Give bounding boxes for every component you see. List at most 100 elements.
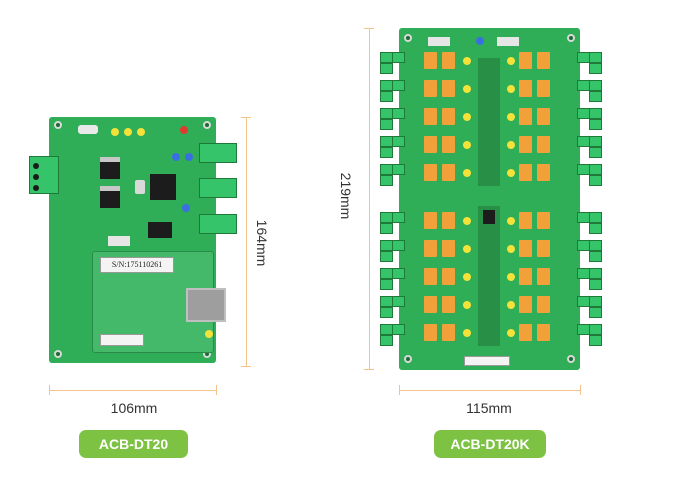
right-width-label: 115mm <box>466 400 512 416</box>
indicator-led <box>507 141 515 149</box>
relay <box>537 324 550 341</box>
relay <box>519 240 532 257</box>
terminal-block <box>380 279 393 290</box>
terminal-block <box>589 80 602 91</box>
dimension-tick <box>364 28 374 29</box>
relay <box>537 268 550 285</box>
indicator-led <box>463 57 471 65</box>
indicator-led <box>205 330 213 338</box>
terminal-block <box>392 136 405 147</box>
indicator-led <box>507 301 515 309</box>
terminal-block <box>589 147 602 158</box>
terminal-block <box>199 178 237 198</box>
terminal-screw <box>33 174 39 180</box>
relay <box>519 80 532 97</box>
terminal-block <box>589 251 602 262</box>
relay <box>442 240 455 257</box>
indicator-led <box>182 204 190 212</box>
terminal-block <box>589 279 602 290</box>
terminal-block <box>589 91 602 102</box>
terminal-block <box>589 164 602 175</box>
relay <box>519 52 532 69</box>
terminal-block <box>199 143 237 163</box>
relay <box>424 164 437 181</box>
terminal-block <box>589 212 602 223</box>
indicator-led <box>463 217 471 225</box>
relay <box>424 52 437 69</box>
terminal-block <box>392 108 405 119</box>
indicator-led <box>507 273 515 281</box>
right-height-label: 219mm <box>338 172 354 220</box>
relay <box>519 136 532 153</box>
chip-column <box>478 206 500 346</box>
indicator-led <box>476 37 484 45</box>
terminal-screw <box>33 185 39 191</box>
left-model-badge: ACB-DT20 <box>79 430 188 458</box>
right-model-badge: ACB-DT20K <box>434 430 546 458</box>
relay <box>424 80 437 97</box>
serial-number-text: S/N:175110261 <box>111 260 163 269</box>
terminal-block <box>199 214 237 234</box>
indicator-led <box>507 113 515 121</box>
relay <box>442 212 455 229</box>
dimension-tick <box>216 385 217 395</box>
relay <box>537 80 550 97</box>
width-dimension-line <box>49 390 216 391</box>
mounting-hole <box>567 34 575 42</box>
indicator-led <box>463 85 471 93</box>
indicator-led <box>172 153 180 161</box>
indicator-led <box>180 126 188 134</box>
voltage-regulator <box>100 186 120 208</box>
indicator-led <box>463 273 471 281</box>
relay <box>537 296 550 313</box>
terminal-block <box>392 240 405 251</box>
terminal-block <box>589 240 602 251</box>
relay <box>424 324 437 341</box>
terminal-block <box>380 175 393 186</box>
terminal-block <box>589 268 602 279</box>
terminal-block <box>380 251 393 262</box>
relay <box>424 240 437 257</box>
mounting-hole <box>203 121 211 129</box>
chip-column <box>478 58 500 186</box>
connector <box>108 236 130 246</box>
relay <box>442 52 455 69</box>
mounting-hole <box>54 121 62 129</box>
indicator-led <box>111 128 119 136</box>
dimension-tick <box>49 385 50 395</box>
height-dimension-line <box>246 117 247 367</box>
top-connector <box>428 37 450 46</box>
relay <box>519 324 532 341</box>
relay <box>424 268 437 285</box>
relay <box>442 324 455 341</box>
capacitor <box>135 180 145 194</box>
relay <box>442 164 455 181</box>
indicator-led <box>463 113 471 121</box>
indicator-led <box>507 169 515 177</box>
height-dimension-line <box>369 28 370 370</box>
relay <box>519 212 532 229</box>
dimension-tick <box>364 369 374 370</box>
terminal-screw <box>33 163 39 169</box>
relay <box>537 52 550 69</box>
terminal-block <box>380 223 393 234</box>
relay <box>424 212 437 229</box>
terminal-block <box>392 164 405 175</box>
indicator-led <box>463 245 471 253</box>
barcode-sticker <box>464 356 510 366</box>
relay <box>537 136 550 153</box>
relay <box>442 80 455 97</box>
indicator-led <box>507 57 515 65</box>
terminal-block <box>392 324 405 335</box>
indicator-led <box>463 301 471 309</box>
width-dimension-line <box>399 390 580 391</box>
indicator-led <box>507 85 515 93</box>
terminal-block <box>589 108 602 119</box>
relay <box>537 212 550 229</box>
terminal-block <box>380 119 393 130</box>
relay <box>519 108 532 125</box>
terminal-block <box>380 307 393 318</box>
terminal-block <box>380 63 393 74</box>
mounting-hole <box>54 350 62 358</box>
barcode-sticker <box>100 334 144 346</box>
